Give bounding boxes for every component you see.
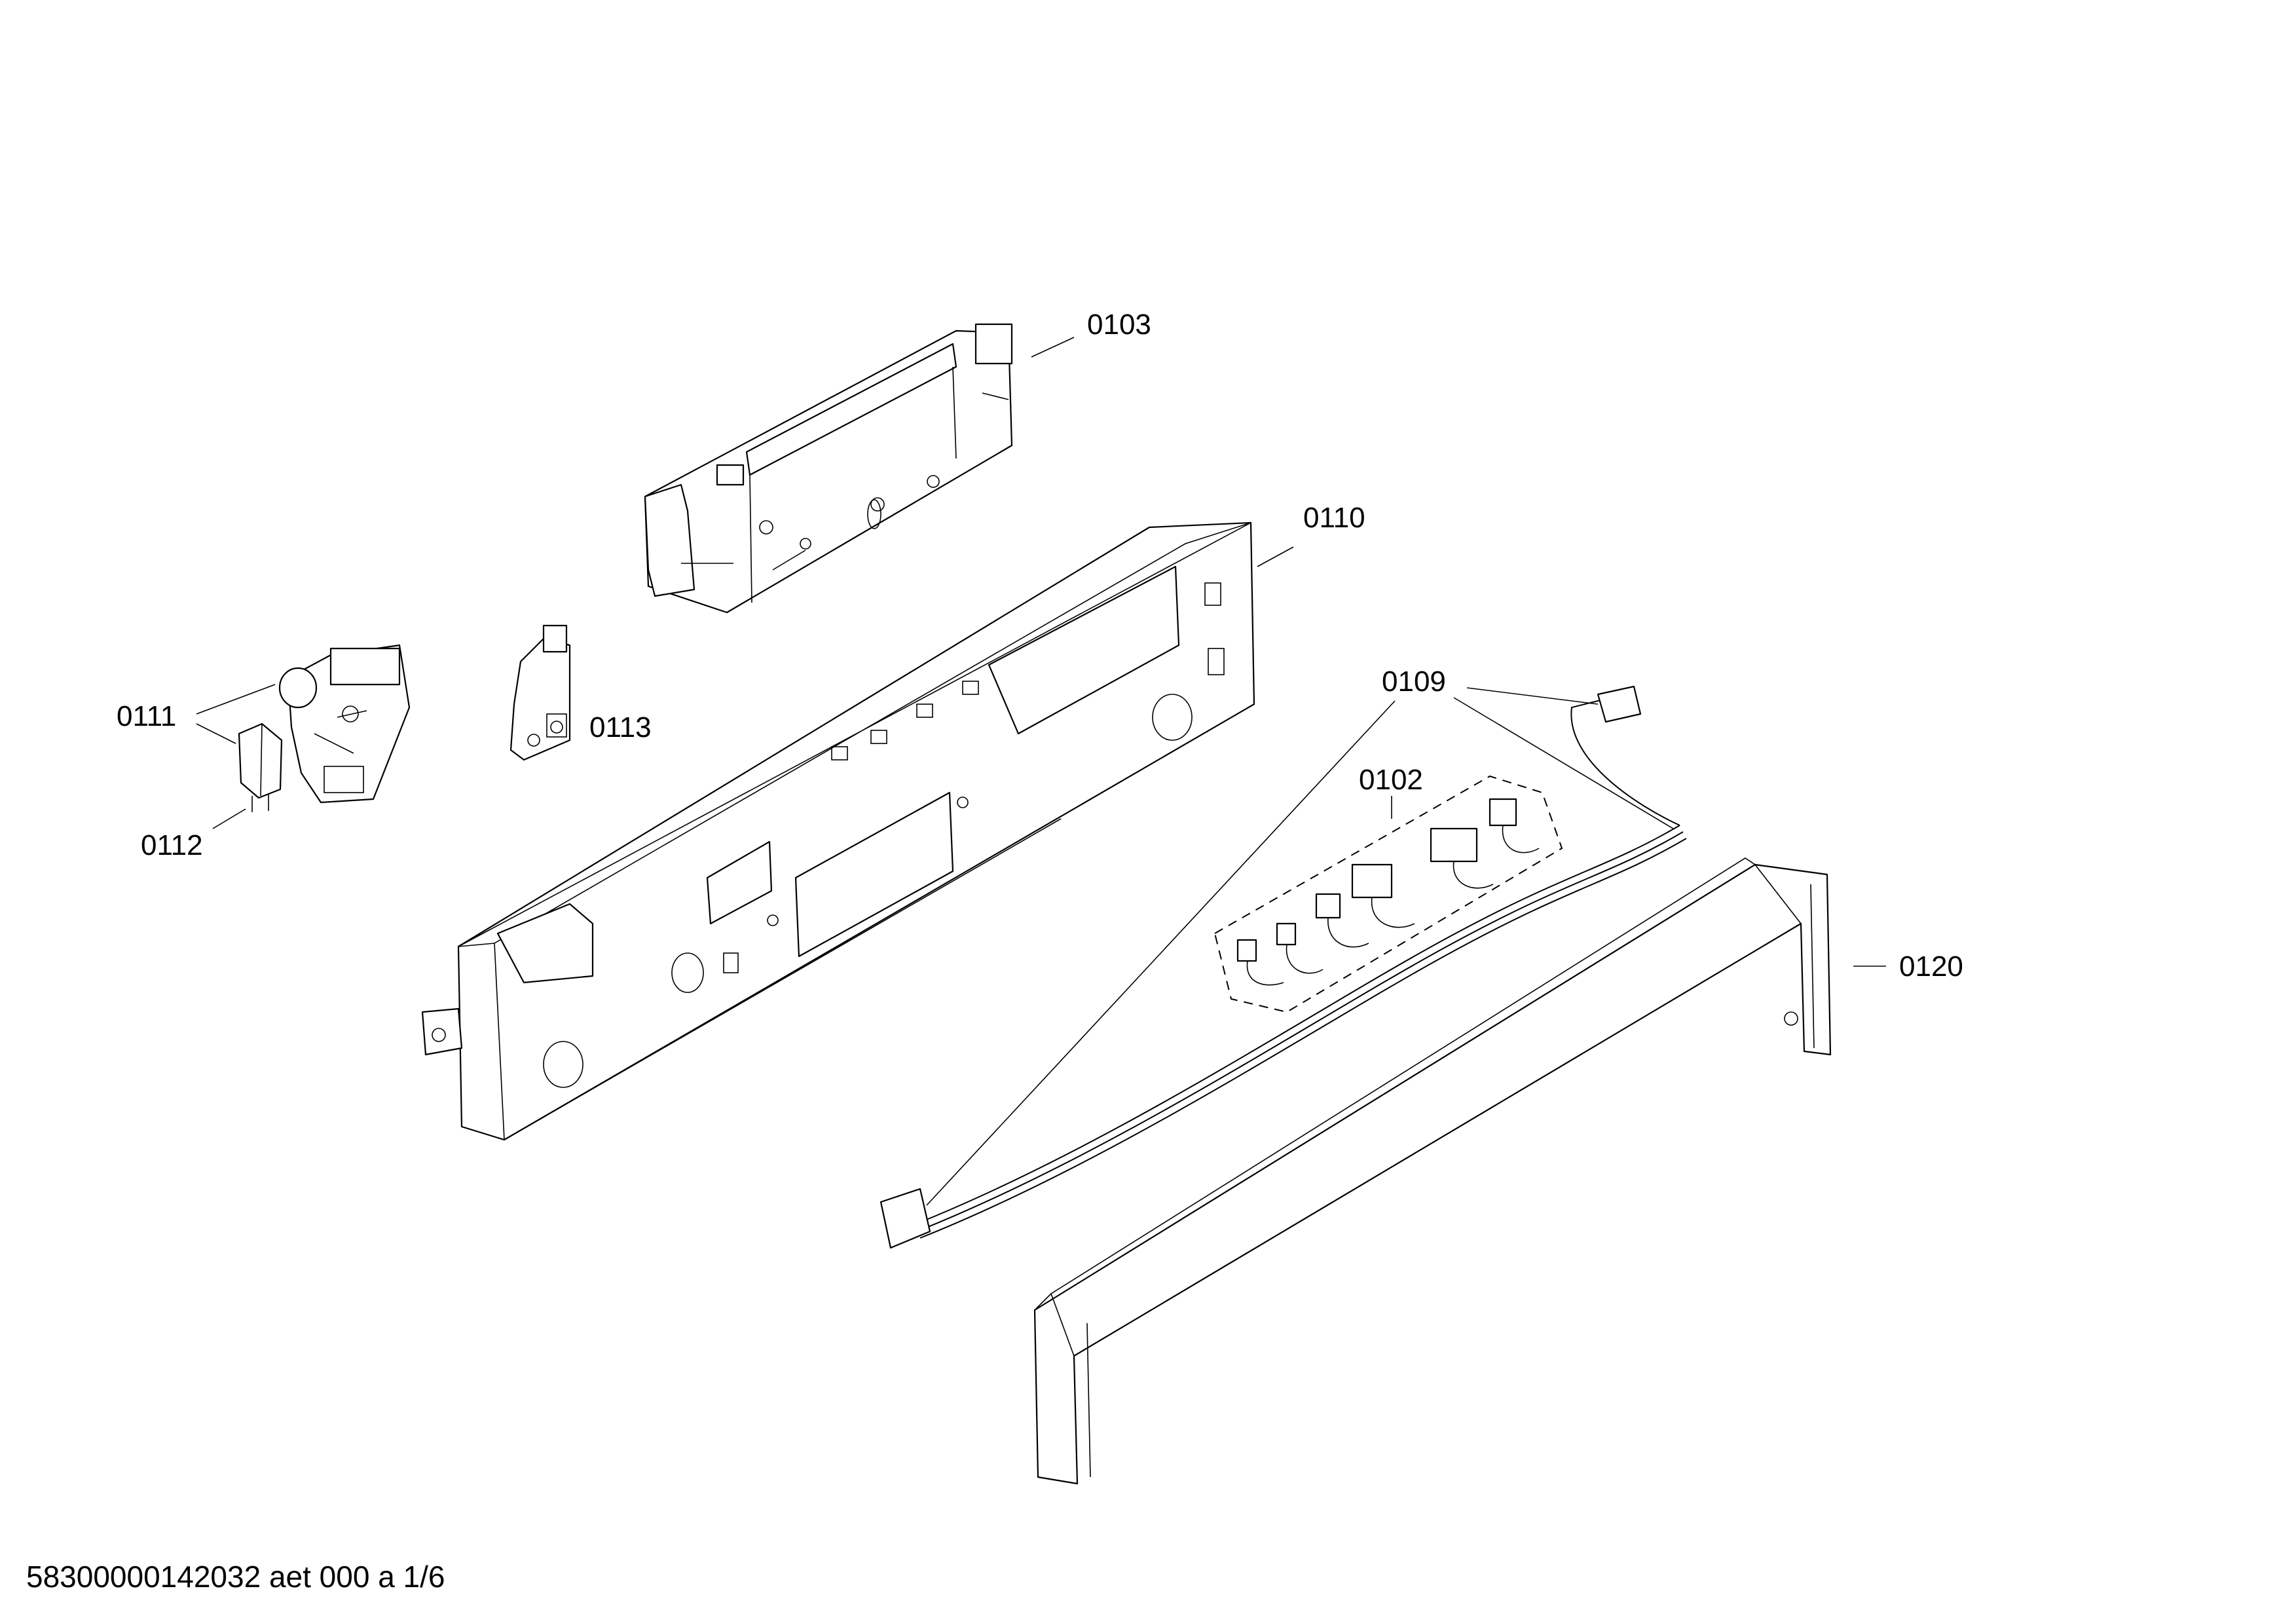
label-0109: 0109 (1382, 666, 1446, 698)
label-0112: 0112 (141, 829, 203, 861)
document-footer: 58300000142032 aet 000 a 1/6 (26, 1560, 445, 1594)
label-0113: 0113 (589, 711, 652, 743)
switch-assembly-0111 (278, 644, 411, 804)
label-0111: 0111 (117, 700, 176, 732)
leader-lines (196, 337, 1886, 1206)
label-0120: 0120 (1899, 950, 1963, 983)
capacitor-0112 (238, 723, 283, 812)
panel-frame-0110 (421, 521, 1255, 1141)
control-module-0103 (644, 323, 1013, 614)
connector-set-0102 (1213, 775, 1563, 1013)
label-0103: 0103 (1087, 309, 1151, 341)
wiring-harness-0109 (880, 685, 1687, 1249)
label-0110: 0110 (1303, 502, 1365, 534)
trim-strip-0120 (1033, 857, 1832, 1485)
bracket-0113 (509, 624, 571, 761)
label-0102: 0102 (1359, 764, 1423, 796)
